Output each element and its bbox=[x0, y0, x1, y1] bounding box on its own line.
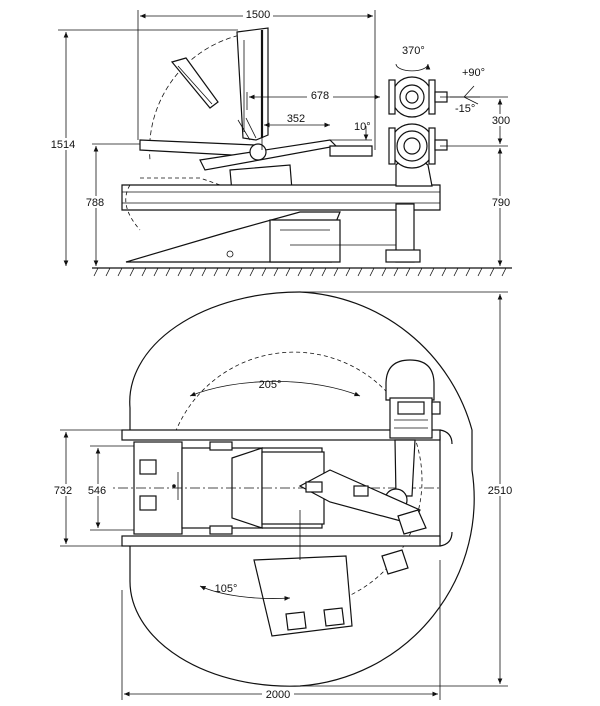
dim-reach-upper: 678 bbox=[246, 89, 380, 110]
dim-reach-lower: 352 bbox=[261, 110, 330, 130]
dim-732-label: 732 bbox=[54, 485, 72, 497]
plan-view: 205° 105° 732 546 2510 bbox=[50, 291, 516, 701]
dim-2000-label: 2000 bbox=[266, 689, 290, 701]
base-support bbox=[125, 203, 421, 263]
dim-table-height-right: 790 bbox=[440, 145, 513, 266]
dim-table-height-left: 788 bbox=[82, 143, 140, 266]
dim-inner-width: 546 bbox=[84, 445, 134, 531]
tilt-indicator-icon bbox=[450, 85, 480, 105]
tilt-up-label: +90° bbox=[462, 67, 485, 79]
side-view: 1500 1514 788 790 300 bbox=[47, 8, 513, 277]
table-beam bbox=[121, 177, 441, 231]
angle-105-arc bbox=[199, 585, 291, 601]
swept-area bbox=[129, 291, 475, 687]
rotation-370-label: 370° bbox=[402, 45, 425, 57]
dim-546-label: 546 bbox=[88, 485, 106, 497]
detector-head-side bbox=[388, 63, 448, 187]
dim-788-label: 788 bbox=[86, 197, 104, 209]
rotating-arm bbox=[253, 469, 427, 637]
tilt-10-label: 10° bbox=[354, 121, 371, 133]
dim-678-label: 678 bbox=[311, 90, 329, 102]
angle-105-label: 105° bbox=[215, 583, 238, 595]
floor-rails bbox=[121, 429, 453, 547]
dim-2510-label: 2510 bbox=[488, 485, 512, 497]
dim-790-label: 790 bbox=[492, 197, 510, 209]
dim-rail-width: 732 bbox=[50, 429, 124, 547]
dim-overall-height: 1514 bbox=[47, 29, 238, 266]
table-tilt-annotation: 10° bbox=[330, 121, 372, 141]
dim-overall-width-plan: 2000 bbox=[121, 560, 441, 701]
dim-352-label: 352 bbox=[287, 113, 305, 125]
dim-1514-label: 1514 bbox=[51, 139, 75, 151]
angle-205-arc bbox=[189, 380, 361, 397]
floor-line bbox=[92, 267, 512, 277]
dim-overall-width: 1500 bbox=[137, 8, 376, 150]
dim-head-offset: 300 bbox=[440, 96, 513, 144]
dim-overall-depth: 2510 bbox=[300, 291, 516, 687]
angle-205-label: 205° bbox=[259, 379, 282, 391]
dim-1500-label: 1500 bbox=[246, 9, 270, 21]
monitor-panel bbox=[170, 27, 269, 141]
tilt-down-label: -15° bbox=[455, 103, 475, 115]
dim-300-label: 300 bbox=[492, 115, 510, 127]
